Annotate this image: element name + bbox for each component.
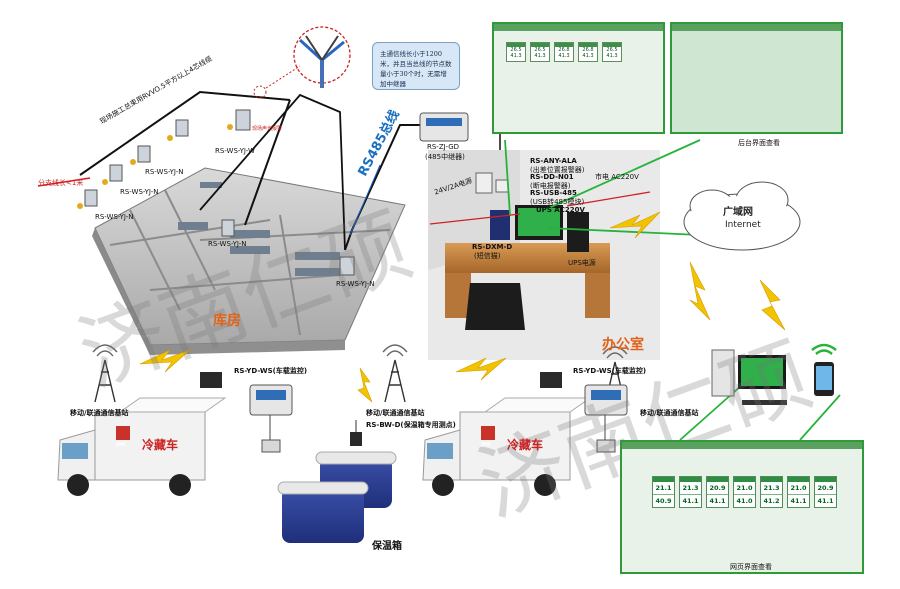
cable-closeup — [253, 26, 351, 99]
repeater-desc: (485中继器) — [425, 153, 465, 161]
alarm-note: 现场声光报警 — [252, 126, 283, 132]
tower-label-3: 移动/联通通信基站 — [640, 409, 699, 417]
dxm-label: RS-DXM-D — [472, 243, 513, 251]
usb-label: RS-USB-485 — [530, 189, 577, 197]
sensor-label-n1: RS-WS-YJ-N — [145, 168, 184, 176]
ups-power-label: UPS电源 — [568, 259, 596, 267]
vehicle-monitor-label-2: RS-YD-WS(车载监控) — [573, 367, 647, 375]
cell-towers — [92, 344, 628, 406]
sensor-label-n4: RS-WS-YJ-N — [208, 240, 247, 248]
vehicle-monitor-2 — [540, 372, 628, 453]
backend-caption: 后台界面查看 — [738, 139, 780, 147]
refrigerated-truck-2 — [422, 397, 592, 496]
dd-desc: (断电报警器) — [530, 182, 571, 190]
truck-brand-2: JMC — [481, 442, 492, 448]
truck-brand-1: JMC — [116, 442, 127, 448]
cooler-sensor-label: RS-BW-D(保温箱专用测点) — [366, 421, 456, 429]
sensor-label-n5: RS-WS-YJ-N — [336, 280, 375, 288]
usb-desc: (USB转485模块) — [530, 198, 585, 206]
repeater-model: RS-ZJ-GD — [427, 143, 460, 151]
cooler-boxes — [277, 420, 397, 543]
dxm-desc: (短信猫) — [474, 252, 501, 260]
backend-screen-right — [670, 22, 843, 134]
internet-cloud — [683, 181, 801, 251]
truck-text-2: 冷藏车 — [507, 438, 544, 452]
internet-en-label: Internet — [725, 220, 761, 230]
ups-label: UPS AC220V — [536, 206, 585, 214]
mains-label: 市电 AC220V — [595, 173, 639, 181]
cable-length-callout: 主通信线长小于1200米，并且当总线的节点数量小于30个时，无需增加中继器 — [372, 42, 460, 90]
remote-pc — [711, 349, 787, 405]
dd-label: RS-DD-N01 — [530, 173, 574, 181]
ala-desc: (出差位置报警器) — [530, 166, 585, 174]
sensor-units — [77, 109, 355, 276]
ala-label: RS-ANY-ALA — [530, 157, 577, 165]
vehicle-monitor-label-1: RS-YD-WS(车载监控) — [234, 367, 308, 375]
internet-cn-label: 广域网 — [723, 207, 753, 218]
wireless-bolts — [139, 211, 786, 403]
refrigerated-truck-1 — [57, 397, 227, 496]
office-title: 办公室 — [602, 337, 644, 353]
sensor-label-n3: RS-WS-YJ-N — [95, 213, 134, 221]
truck-text-1: 冷藏车 — [142, 438, 179, 452]
warehouse-floorplan — [92, 167, 406, 355]
sensor-label-w: RS-WS-YJ-W — [215, 147, 255, 155]
web-caption: 网页界面查看 — [730, 563, 772, 571]
smartphone — [811, 343, 837, 396]
tower-label-1: 移动/联通通信基站 — [70, 409, 129, 417]
sensor-label-n2: RS-WS-YJ-N — [120, 188, 159, 196]
cooler-title: 保温箱 — [372, 541, 402, 552]
office-scene — [428, 150, 660, 360]
tower-label-2: 移动/联通通信基站 — [366, 409, 425, 417]
display-links — [504, 139, 841, 441]
repeater-device — [419, 112, 469, 142]
branch-length-label: 分支线长<1米 — [38, 179, 84, 187]
warehouse-title: 库房 — [213, 313, 241, 329]
vehicle-monitor-1 — [200, 372, 293, 453]
